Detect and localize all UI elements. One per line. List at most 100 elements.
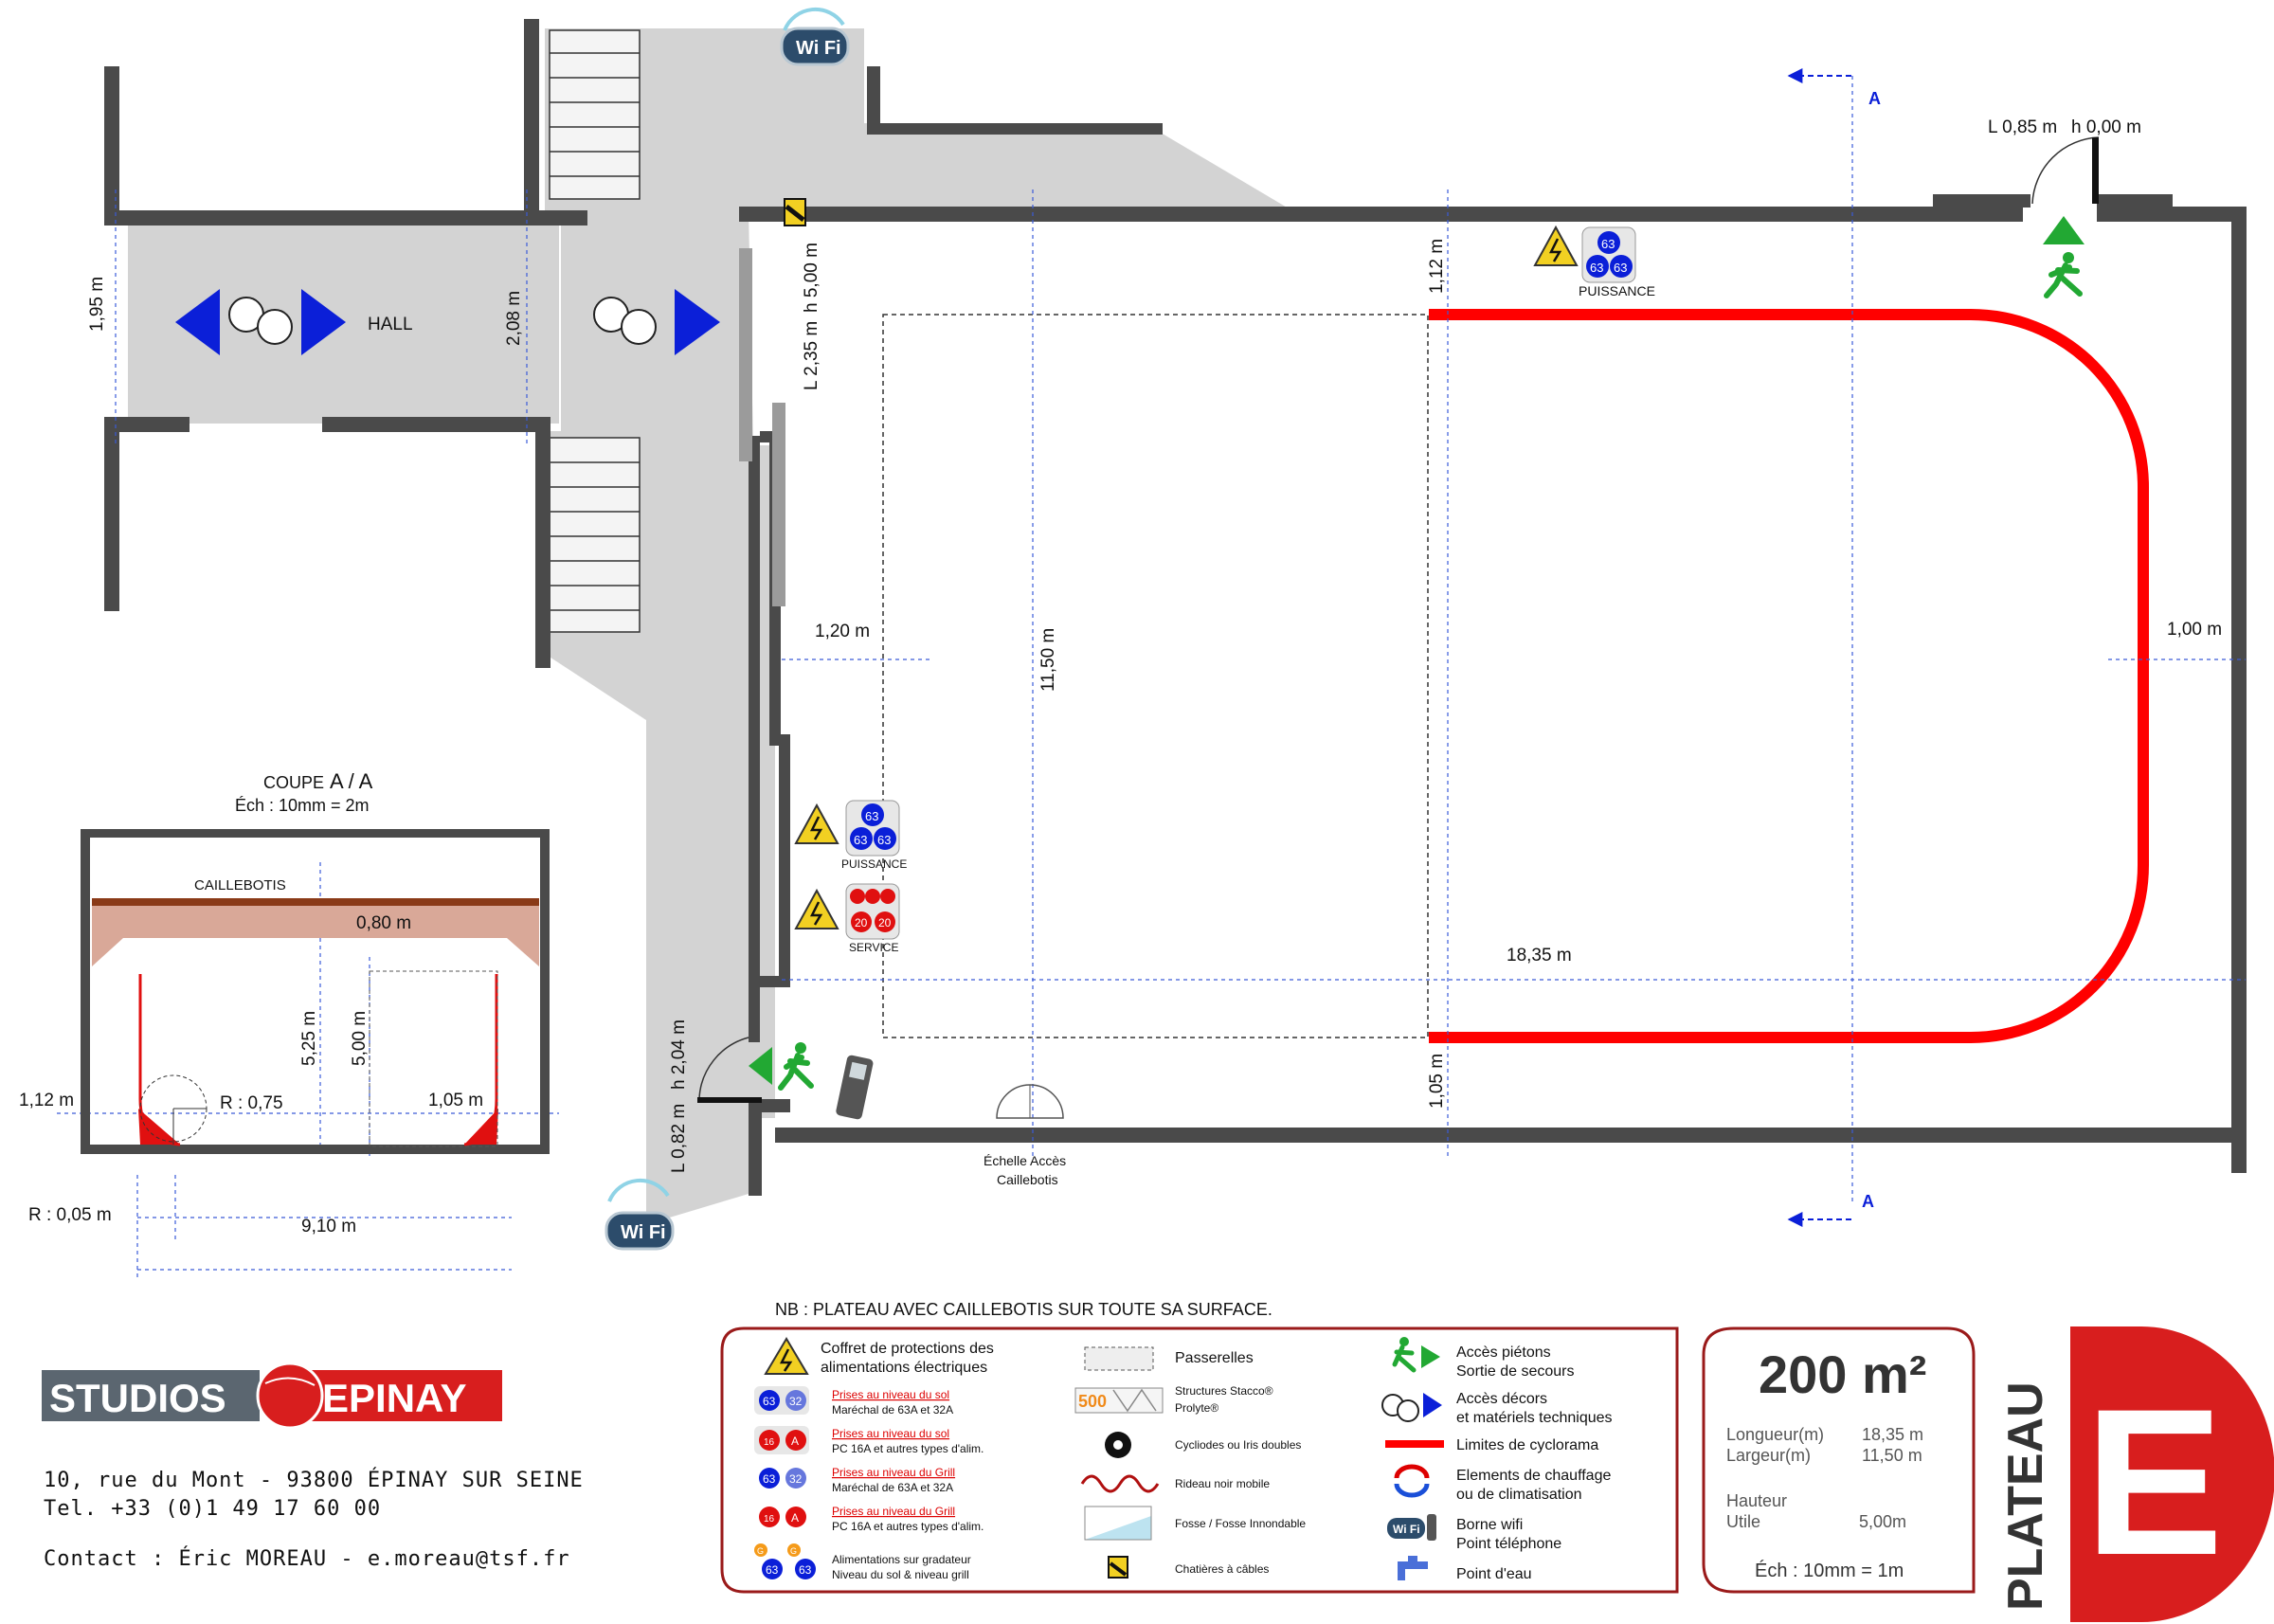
section-h-0-80: 0,80 m bbox=[356, 913, 411, 933]
legend-wifi: Wi Fi Borne wifi Point téléphone bbox=[1387, 1514, 1561, 1552]
svg-text:32: 32 bbox=[789, 1395, 803, 1408]
hall-label: HALL bbox=[368, 315, 413, 334]
svg-text:EPINAY: EPINAY bbox=[322, 1376, 467, 1420]
plateau-letter: E bbox=[2084, 1365, 2224, 1598]
legend-gradateur: G 63 G 63 Alimentations sur gradateur Ni… bbox=[754, 1543, 971, 1581]
svg-text:SERVICE: SERVICE bbox=[849, 941, 898, 954]
svg-text:63: 63 bbox=[763, 1395, 776, 1408]
svg-text:63: 63 bbox=[865, 809, 878, 823]
contact-address: 10, rue du Mont - 93800 ÉPINAY SUR SEINE bbox=[44, 1469, 584, 1492]
plateau-label: PLATEAU bbox=[1998, 1381, 2053, 1611]
door-height: h 0,00 m bbox=[2071, 117, 2141, 137]
fixtures bbox=[739, 248, 785, 606]
svg-text:STUDIOS: STUDIOS bbox=[49, 1376, 226, 1420]
legend-rideau: Rideau noir mobile bbox=[1080, 1474, 1270, 1493]
section-w-1-12: 1,12 m bbox=[19, 1091, 74, 1110]
walls bbox=[104, 19, 2247, 1196]
opening-height: h 5,00 m bbox=[802, 243, 821, 313]
svg-text:Point téléphone: Point téléphone bbox=[1456, 1536, 1561, 1552]
dim-2-08: 2,08 m bbox=[504, 291, 524, 346]
svg-text:Accès piétons: Accès piétons bbox=[1456, 1344, 1551, 1361]
svg-text:Passerelles: Passerelles bbox=[1175, 1350, 1254, 1366]
section-r-0-75: R : 0,75 bbox=[220, 1093, 283, 1113]
wifi-icon-top: Wi Fi bbox=[780, 7, 850, 66]
staircase-top bbox=[549, 29, 641, 200]
svg-text:Maréchal de 63A et 32A: Maréchal de 63A et 32A bbox=[832, 1403, 953, 1416]
legend-stacco: 500 Structures Stacco® Prolyte® bbox=[1074, 1384, 1273, 1415]
legend-chauffage: Elements de chauffage ou de climatisatio… bbox=[1394, 1464, 1611, 1503]
svg-text:Elements de chauffage: Elements de chauffage bbox=[1456, 1468, 1611, 1484]
section-h-5-25: 5,25 m bbox=[299, 1011, 319, 1066]
door2-width: L 0,82 m bbox=[669, 1104, 689, 1173]
summary-longueur-label: Longueur(m) bbox=[1726, 1425, 1824, 1444]
legend-limites: Limites de cyclorama bbox=[1385, 1437, 1598, 1453]
svg-text:Wi Fi: Wi Fi bbox=[1393, 1523, 1420, 1536]
svg-text:63: 63 bbox=[854, 833, 867, 847]
service-box-left: 20 20 SERVICE bbox=[794, 883, 900, 954]
svg-text:20: 20 bbox=[855, 916, 868, 929]
svg-text:PC 16A et autres types d'alim.: PC 16A et autres types d'alim. bbox=[832, 1442, 984, 1455]
svg-text:63: 63 bbox=[1601, 237, 1615, 251]
svg-text:Prises au niveau du Grill: Prises au niveau du Grill bbox=[832, 1505, 955, 1518]
svg-text:A: A bbox=[791, 1511, 799, 1525]
dim-1-00: 1,00 m bbox=[2167, 620, 2222, 640]
legend-passerelles: Passerelles bbox=[1084, 1346, 1254, 1371]
svg-text:PUISSANCE: PUISSANCE bbox=[1579, 283, 1655, 298]
summary-box bbox=[1702, 1326, 1976, 1594]
legend-box bbox=[720, 1326, 1679, 1594]
summary-hauteur-label-2: Utile bbox=[1726, 1512, 1760, 1531]
passerelle-outline bbox=[882, 314, 1429, 1038]
summary-largeur-label: Largeur(m) bbox=[1726, 1446, 1811, 1465]
svg-text:Alimentations sur gradateur: Alimentations sur gradateur bbox=[832, 1553, 971, 1566]
legend-acces-decors: Accès décors et matériels techniques bbox=[1381, 1391, 1613, 1426]
section-w-1-05: 1,05 m bbox=[428, 1091, 483, 1110]
svg-text:G: G bbox=[757, 1546, 764, 1556]
legend-coffret: Coffret de protections des alimentations… bbox=[764, 1337, 994, 1376]
svg-text:500: 500 bbox=[1078, 1392, 1107, 1411]
cable-hatch-icon bbox=[784, 198, 806, 226]
section-caillebotis: CAILLEBOTIS bbox=[194, 877, 286, 893]
svg-text:Accès décors: Accès décors bbox=[1456, 1391, 1547, 1407]
svg-text:Wi Fi: Wi Fi bbox=[796, 38, 841, 59]
svg-text:G: G bbox=[790, 1546, 797, 1556]
svg-text:Fosse / Fosse Innondable: Fosse / Fosse Innondable bbox=[1175, 1517, 1306, 1530]
svg-text:Prises au niveau du sol: Prises au niveau du sol bbox=[832, 1427, 949, 1440]
legend-fosse: Fosse / Fosse Innondable bbox=[1084, 1506, 1306, 1541]
opening-width: L 2,35 m bbox=[802, 321, 821, 390]
legend-acces-pietons: Accès piétons Sortie de secours bbox=[1392, 1337, 1575, 1380]
door2-height: h 2,04 m bbox=[669, 1020, 689, 1090]
svg-text:20: 20 bbox=[878, 916, 892, 929]
svg-text:Chatières à câbles: Chatières à câbles bbox=[1175, 1562, 1269, 1576]
power-box-left: 63 63 63 PUISSANCE bbox=[794, 800, 907, 871]
legend-grill-marechal: 63 32 Prises au niveau du Grill Maréchal… bbox=[759, 1466, 955, 1494]
cyclorama-limit bbox=[1429, 309, 2149, 1043]
summary-area: 200 m² bbox=[1759, 1344, 1926, 1404]
svg-text:A / A: A / A bbox=[330, 769, 373, 793]
dim-11-50: 11,50 m bbox=[1038, 628, 1058, 692]
svg-text:63: 63 bbox=[763, 1472, 776, 1486]
svg-text:Prises au niveau du Grill: Prises au niveau du Grill bbox=[832, 1466, 955, 1479]
svg-text:COUPE: COUPE bbox=[263, 773, 324, 792]
ladder-icon bbox=[996, 1084, 1064, 1119]
surface-note: NB : PLATEAU AVEC CAILLEBOTIS SUR TOUTE … bbox=[775, 1300, 1272, 1319]
emergency-exit-top bbox=[2043, 216, 2084, 298]
wifi-icon-bottom: Wi Fi bbox=[605, 1178, 675, 1251]
contact-tel: Tel. +33 (0)1 49 17 60 00 bbox=[44, 1497, 382, 1521]
svg-text:63: 63 bbox=[1614, 261, 1627, 275]
door-top-right bbox=[2031, 136, 2100, 205]
dim-1-05: 1,05 m bbox=[1427, 1054, 1447, 1109]
section-marker-top: A bbox=[1787, 68, 1881, 108]
svg-text:32: 32 bbox=[789, 1472, 803, 1486]
dim-1-95: 1,95 m bbox=[87, 277, 107, 332]
svg-text:Rideau noir mobile: Rideau noir mobile bbox=[1175, 1477, 1270, 1490]
legend-sol-pc: 16 A Prises au niveau du sol PC 16A et a… bbox=[754, 1426, 984, 1455]
summary-hauteur-label-1: Hauteur bbox=[1726, 1491, 1787, 1510]
svg-text:Niveau du sol & niveau grill: Niveau du sol & niveau grill bbox=[832, 1568, 969, 1581]
studios-epinay-logo: STUDIOS EPINAY bbox=[42, 1362, 502, 1430]
svg-text:16: 16 bbox=[764, 1437, 775, 1448]
svg-text:A: A bbox=[1862, 1192, 1874, 1211]
svg-text:63: 63 bbox=[799, 1563, 812, 1577]
plateau-e-badge bbox=[2070, 1326, 2274, 1622]
svg-text:Structures Stacco®: Structures Stacco® bbox=[1175, 1384, 1273, 1398]
svg-text:PC 16A et autres types d'alim.: PC 16A et autres types d'alim. bbox=[832, 1520, 984, 1533]
